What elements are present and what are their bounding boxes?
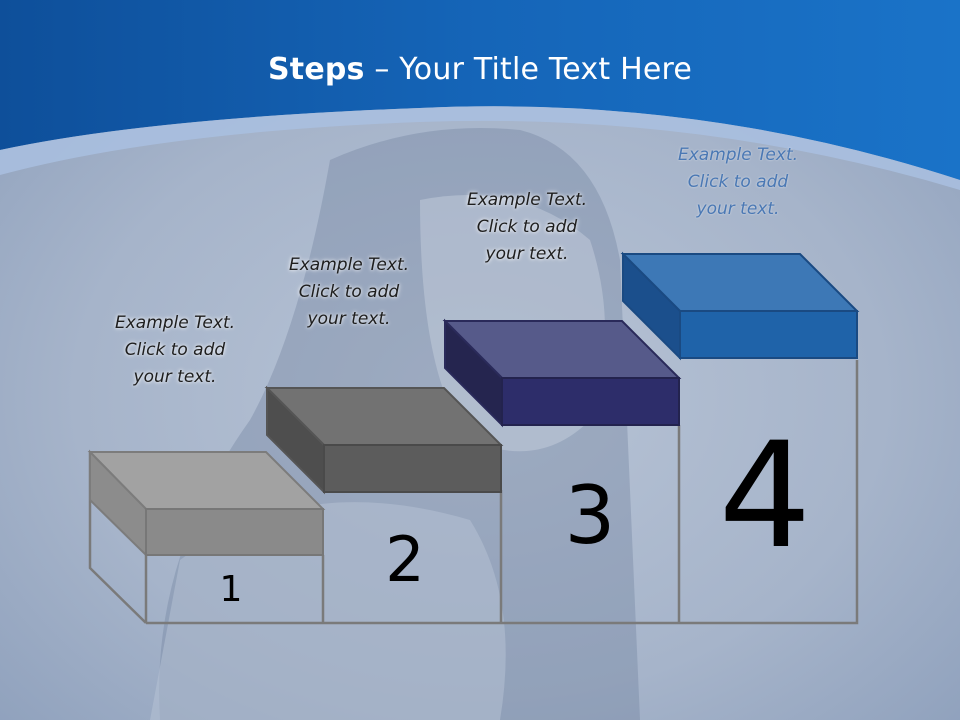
caption-line: your text. — [133, 367, 217, 387]
step-number-4: 4 — [718, 411, 812, 581]
step-caption-1[interactable]: Example Text. Click to add your text. — [90, 310, 260, 391]
step-block-2[interactable] — [264, 385, 504, 495]
step-block-4[interactable] — [620, 251, 860, 361]
step-block-1[interactable] — [87, 449, 326, 558]
caption-line: your text. — [307, 309, 391, 329]
caption-line: your text. — [696, 199, 780, 219]
caption-line: Example Text. — [677, 145, 799, 165]
caption-line: Example Text. — [288, 255, 410, 275]
title-rest: – Your Title Text Here — [364, 52, 693, 87]
caption-line: Click to add — [298, 282, 400, 302]
step-block-3[interactable] — [442, 318, 682, 428]
caption-line: Click to add — [687, 172, 789, 192]
caption-line: Click to add — [476, 217, 578, 237]
step-caption-4[interactable]: Example Text. Click to add your text. — [653, 142, 823, 223]
step-caption-3[interactable]: Example Text. Click to add your text. — [442, 187, 612, 268]
step-number-3: 3 — [564, 469, 616, 562]
caption-line: Click to add — [124, 340, 226, 360]
step-number-2: 2 — [385, 523, 425, 596]
caption-line: your text. — [485, 244, 569, 264]
step-number-1: 1 — [219, 569, 243, 610]
caption-line: Example Text. — [466, 190, 588, 210]
caption-line: Example Text. — [114, 313, 236, 333]
page-title: Steps – Your Title Text Here — [0, 52, 960, 87]
step-caption-2[interactable]: Example Text. Click to add your text. — [264, 252, 434, 333]
title-bold: Steps — [267, 52, 365, 87]
